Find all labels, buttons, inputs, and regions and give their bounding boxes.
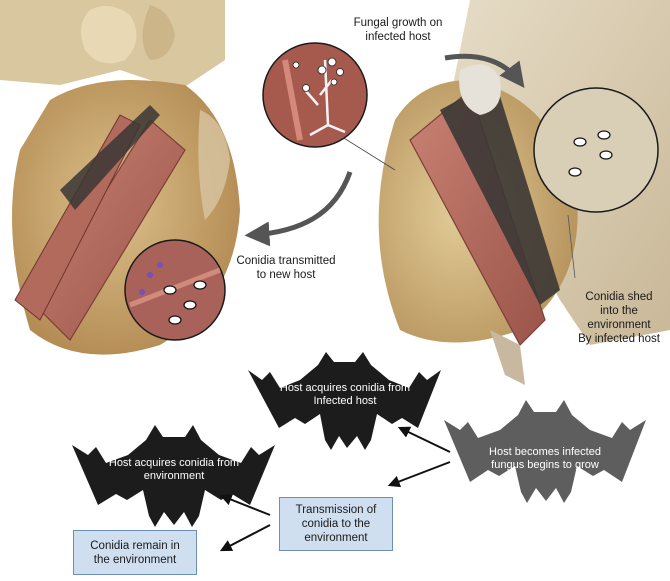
inset-circle-right [534, 88, 658, 212]
label-line: environment [92, 470, 256, 483]
inset-transmitted [125, 240, 225, 340]
label-line: By infected host [568, 332, 670, 346]
bat-label-top: Host acquires conidia from Infected host [268, 382, 422, 408]
arrow-to-top-bat [400, 428, 450, 452]
label-line: Host acquires conidia from [92, 457, 256, 470]
label-line: into the [568, 304, 670, 318]
label-line: fungus begins to grow [470, 459, 620, 472]
inset-environment [534, 88, 658, 212]
label-conidia-transmitted: Conidia transmitted to new host [226, 254, 346, 282]
bat-label-right: Host becomes infected fungus begins to g… [470, 446, 620, 472]
arrow-to-transmission [390, 462, 450, 485]
arrow-to-remain [222, 525, 270, 550]
bat-label-left: Host acquires conidia from environment [92, 457, 256, 483]
box-remain: Conidia remain in the environment [73, 530, 197, 575]
box-line: environment [296, 531, 377, 545]
label-line: Fungal growth on [338, 16, 458, 30]
arrow-to-new-host [252, 172, 350, 235]
label-line: Conidia transmitted [226, 254, 346, 268]
box-line: conidia to the [296, 517, 377, 531]
label-line: environment [568, 318, 670, 332]
box-transmission: Transmission of conidia to the environme… [279, 497, 393, 551]
label-line: infected host [338, 30, 458, 44]
label-line: to new host [226, 268, 346, 282]
label-line: Conidia shed [568, 290, 670, 304]
inset-fungal-growth [263, 43, 395, 170]
label-fungal-growth: Fungal growth on infected host [338, 16, 458, 44]
label-line: Host becomes infected [470, 446, 620, 459]
rock-formation [81, 6, 136, 63]
label-line: Infected host [268, 395, 422, 408]
box-line: Transmission of [296, 503, 377, 517]
box-line: the environment [90, 553, 180, 567]
label-conidia-shed: Conidia shed into the environment By inf… [568, 290, 670, 346]
box-line: Conidia remain in [90, 539, 180, 553]
label-line: Host acquires conidia from [268, 382, 422, 395]
